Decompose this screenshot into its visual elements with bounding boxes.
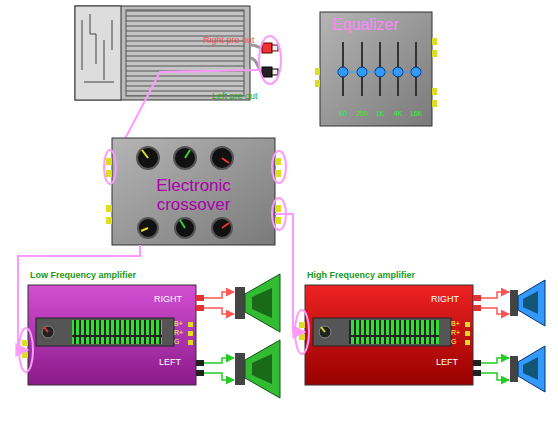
- terminal-label: G: [174, 338, 179, 346]
- heading: High Frequency amplifier: [307, 271, 415, 281]
- signal-connector: [275, 214, 305, 332]
- crossover-box: Electronic crossover: [112, 138, 275, 245]
- terminal-label: R+: [174, 329, 183, 337]
- hf-amplifier-body: [295, 285, 481, 385]
- terminal-label: G: [451, 338, 456, 346]
- band-label: 4K: [394, 110, 403, 118]
- lf-amplifier-body: [19, 285, 204, 385]
- tweeter-speaker: [510, 280, 545, 392]
- band-label: 60: [339, 110, 347, 118]
- terminal-label: B+: [451, 320, 460, 328]
- band-label: 16K: [410, 110, 422, 118]
- crossover-body: [104, 138, 286, 245]
- amplifier-box: Low Frequency amplifierRIGHT LEFT B+R+G: [28, 268, 196, 385]
- equalizer-box: Equalizer 60 250 1K 4K 16K: [320, 12, 432, 126]
- head-unit: [75, 6, 281, 156]
- equalizer-body: [315, 12, 437, 126]
- channel-label: LEFT: [159, 358, 181, 368]
- woofer-speaker: [235, 274, 280, 398]
- heading: Low Frequency amplifier: [30, 271, 136, 281]
- band-label: 250: [356, 110, 368, 118]
- band-label: 1K: [376, 110, 385, 118]
- terminal-label: R+: [451, 329, 460, 337]
- cable-label: Left pre out: [212, 92, 258, 102]
- signal-connector: [18, 245, 140, 350]
- channel-label: LEFT: [436, 358, 458, 368]
- heading: Equalizer: [332, 16, 399, 34]
- channel-label: RIGHT: [431, 295, 459, 305]
- cable-label: Right pre out: [203, 36, 255, 46]
- channel-label: RIGHT: [154, 295, 182, 305]
- amplifier-box: High Frequency amplifierRIGHT LEFT B+R+G: [305, 268, 473, 385]
- terminal-label: B+: [174, 320, 183, 328]
- heading: Electronic crossover: [138, 177, 249, 214]
